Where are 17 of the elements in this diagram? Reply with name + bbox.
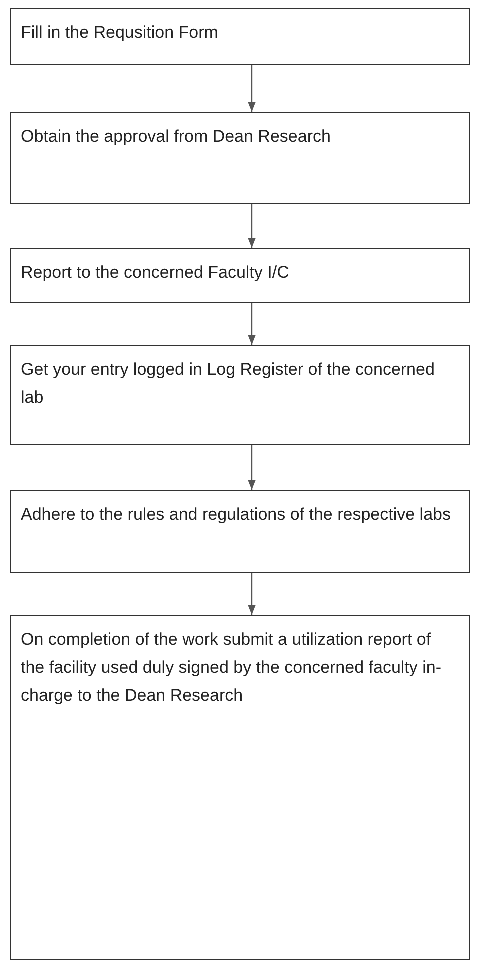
process-box — [10, 248, 470, 303]
arrow — [248, 65, 256, 112]
step-text: Fill in the Requsition Form — [21, 22, 220, 44]
process-box — [10, 490, 470, 573]
process-box — [10, 112, 470, 204]
arrow — [248, 303, 256, 345]
step-text: Report to the concerned Faculty I/C — [21, 262, 290, 284]
process-box — [10, 345, 470, 445]
step-text: On completion of the work submit a utilization report of the facility used duly signed by the concerned faculty in-charge to the Dean Research — [21, 629, 443, 707]
arrow — [248, 445, 256, 490]
step-text: Get your entry logged in Log Register of the concerned lab — [21, 359, 436, 409]
arrow — [248, 204, 256, 248]
step-text: Adhere to the rules and regulations of the respective labs — [21, 504, 452, 526]
process-box — [10, 615, 470, 960]
process-box — [10, 8, 470, 65]
step-text: Obtain the approval from Dean Research — [21, 126, 332, 148]
arrow — [248, 573, 256, 615]
